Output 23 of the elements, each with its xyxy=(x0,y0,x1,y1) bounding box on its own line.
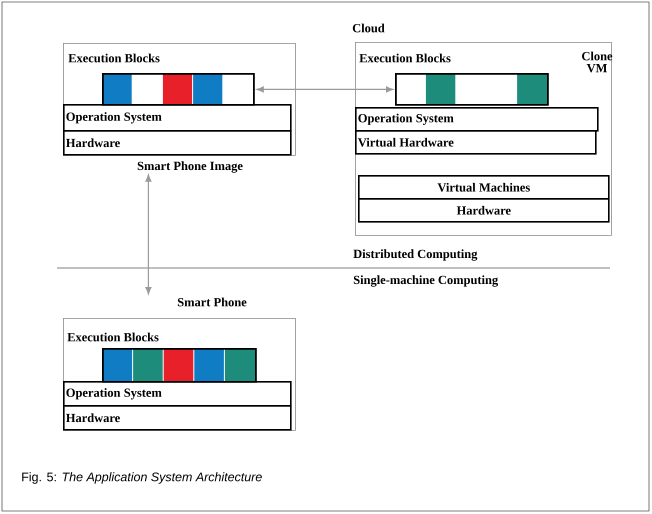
heading: Clone VM xyxy=(582,52,612,72)
heading: Cloud xyxy=(352,24,385,32)
arrow xyxy=(256,86,394,92)
region-label: Distributed Computing xyxy=(353,249,478,261)
caption: Fig. 5: The Application System Architecture xyxy=(22,472,262,484)
execution-block-bar xyxy=(102,348,257,383)
layer-box: Hardware xyxy=(63,130,292,156)
heading: Execution Blocks xyxy=(68,54,160,62)
layer-box: Operation System xyxy=(355,107,599,132)
heading: Execution Blocks xyxy=(67,332,159,342)
heading: Smart Phone xyxy=(178,298,246,306)
execution-block-bar xyxy=(395,72,549,106)
layer-box: Hardware xyxy=(63,405,292,431)
layer-box: Hardware xyxy=(358,198,610,223)
heading: Execution Blocks xyxy=(359,54,451,62)
region-label: Single-machine Computing xyxy=(354,275,498,287)
heading: Smart Phone Image xyxy=(138,161,243,173)
layer-box: Virtual Machines xyxy=(358,175,610,200)
arrow xyxy=(145,174,152,294)
layer-box: Operation System xyxy=(63,104,292,132)
execution-block-bar xyxy=(102,72,255,106)
layer-box: Operation System xyxy=(63,381,292,407)
layer-box: Virtual Hardware xyxy=(355,130,597,155)
